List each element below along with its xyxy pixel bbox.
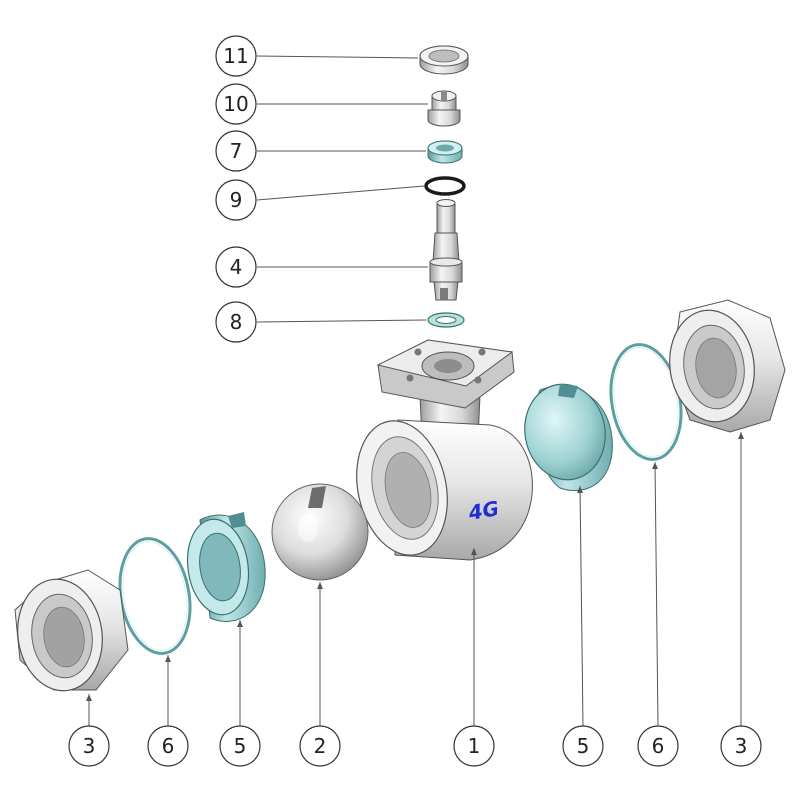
callout-6-right: 6 bbox=[637, 725, 679, 767]
leader-lines bbox=[86, 55, 744, 727]
callout-5-left-label: 5 bbox=[234, 734, 247, 758]
callout-3-left-label: 3 bbox=[83, 734, 96, 758]
part-10-gland-bushing bbox=[427, 90, 461, 127]
part-2-ball bbox=[271, 483, 369, 581]
callout-8-label: 8 bbox=[230, 310, 243, 334]
leader-8 bbox=[256, 319, 427, 323]
callout-3-right: 3 bbox=[720, 725, 762, 767]
callout-6-right-label: 6 bbox=[652, 734, 665, 758]
callout-6-left-label: 6 bbox=[162, 734, 175, 758]
leader-11 bbox=[256, 55, 419, 59]
callout-2-label: 2 bbox=[314, 734, 327, 758]
callout-9: 9 bbox=[215, 179, 257, 221]
part-3-right-union-end bbox=[669, 299, 786, 433]
part-1-valve-body: 4G bbox=[356, 339, 533, 561]
callout-7-label: 7 bbox=[230, 139, 243, 163]
callout-1-label: 1 bbox=[468, 734, 481, 758]
part-4-stem bbox=[429, 199, 463, 301]
body-logo: 4G bbox=[466, 496, 501, 525]
part-5-right-seat bbox=[524, 383, 613, 492]
callout-10-label: 10 bbox=[223, 92, 248, 116]
callout-4: 4 bbox=[215, 246, 257, 288]
part-5-left-seat bbox=[186, 512, 266, 622]
part-3-left-union-end bbox=[14, 569, 129, 692]
callout-10: 10 bbox=[215, 83, 257, 125]
part-9-o-ring bbox=[424, 176, 466, 196]
part-11-nut-ring bbox=[419, 45, 469, 75]
callout-4-label: 4 bbox=[230, 255, 243, 279]
callout-5-right-label: 5 bbox=[577, 734, 590, 758]
callout-5-right: 5 bbox=[562, 725, 604, 767]
callout-5-left: 5 bbox=[219, 725, 261, 767]
leader-6-right bbox=[654, 461, 659, 727]
callout-3-left: 3 bbox=[68, 725, 110, 767]
callout-8: 8 bbox=[215, 301, 257, 343]
callout-1: 1 bbox=[453, 725, 495, 767]
callout-9-label: 9 bbox=[230, 188, 243, 212]
part-8-thrust-washer bbox=[427, 312, 465, 328]
callout-6-left: 6 bbox=[147, 725, 189, 767]
callout-2: 2 bbox=[299, 725, 341, 767]
callout-7: 7 bbox=[215, 130, 257, 172]
callout-11: 11 bbox=[215, 35, 257, 77]
callout-3-right-label: 3 bbox=[735, 734, 748, 758]
part-7-packing-ring bbox=[427, 140, 463, 164]
callout-11-label: 11 bbox=[223, 44, 248, 68]
leader-9 bbox=[256, 185, 425, 201]
leader-5-right bbox=[579, 485, 584, 727]
